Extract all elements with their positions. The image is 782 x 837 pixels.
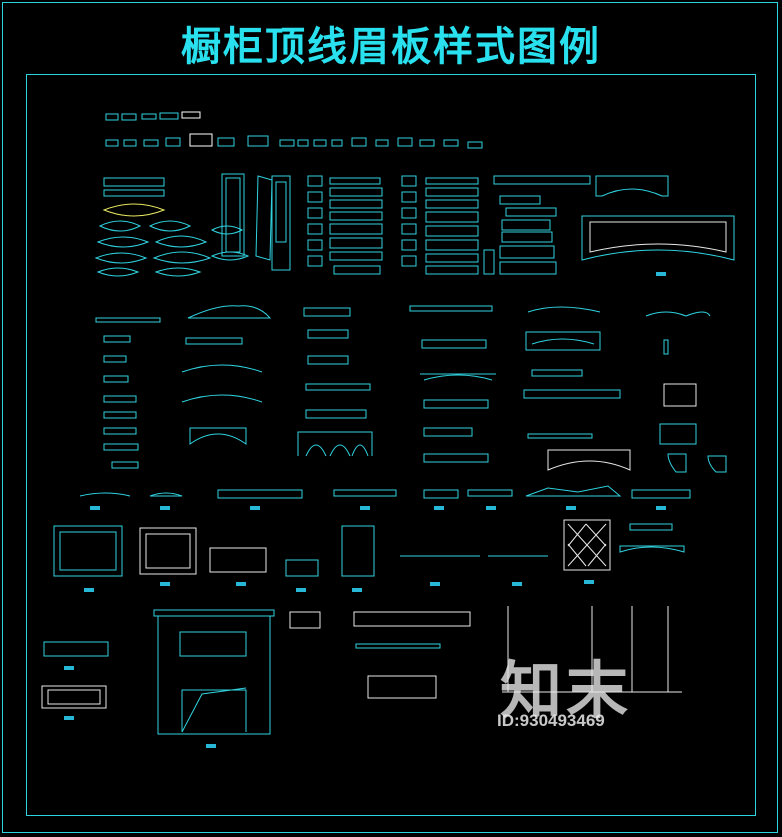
crown-moulding-set [483,175,591,275]
carved-pilasters [221,173,291,271]
arched-valance-top-right [581,175,735,261]
valance-moulding-row-mid [95,305,727,473]
carving-ornaments-left [94,177,250,277]
cornice-profile-row-1 [105,111,483,149]
label-tags [64,272,666,748]
drawing-inner-frame [26,74,756,816]
stacked-cornice-column-1 [307,175,383,275]
watermark-id: ID:930493469 [497,711,605,730]
door-panel-row [53,519,685,577]
watermark-brand: 知末 [500,654,633,727]
narrow-valance-row [79,485,691,499]
stacked-cornice-column-2 [401,175,479,275]
bottom-elevations [41,606,682,735]
page-title: 橱柜顶线眉板样式图例 [181,23,601,70]
